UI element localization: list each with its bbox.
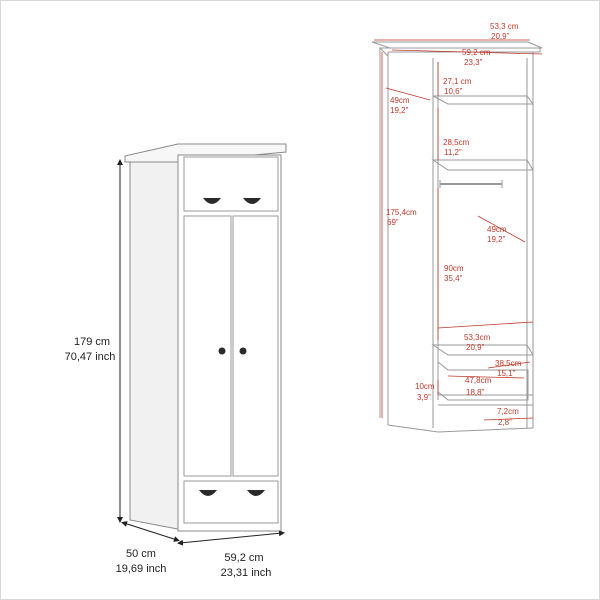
drawer-handle-icon	[243, 198, 261, 204]
hanging-in: 35,4”	[444, 274, 463, 283]
door-knob-icon	[218, 347, 226, 355]
drawer-depth-in: 15,1”	[497, 369, 516, 378]
width-cm-label: 59,2 cm	[224, 552, 263, 564]
inner-width-dimension	[437, 321, 534, 329]
drawer-width-cm: 47,8cm	[465, 376, 492, 385]
base-line	[387, 424, 439, 433]
shelf-middle	[431, 159, 534, 171]
hanging-cm: 90cm	[444, 264, 464, 273]
drawer-handle-icon	[203, 198, 221, 204]
outer-top	[371, 41, 543, 49]
top-width-cm: 53,3 cm	[490, 22, 519, 31]
left-door	[183, 215, 232, 477]
inner-width-cm: 53,3cm	[464, 333, 491, 342]
right-door	[232, 215, 279, 477]
drawer-height-in: 3,9”	[417, 393, 431, 402]
total-height-in: 69”	[387, 218, 399, 227]
outer-width-in: 23,3”	[464, 58, 483, 67]
drawer-width-in: 18,8”	[466, 388, 485, 397]
cabinet-side-panel	[129, 149, 184, 531]
drawer-handle-icon	[199, 490, 217, 496]
technical-dimension-labels: 53,3 cm 20,9” 59,2 cm 23,3” 27,1 cm 10,6…	[386, 22, 522, 427]
depth-cm: 49cm	[390, 96, 410, 105]
upper-shelf-cm: 27,1 cm	[443, 77, 472, 86]
inner-depth-cm: 49cm	[487, 225, 507, 234]
depth-dimension-line	[121, 521, 180, 542]
base-in: 2,8”	[498, 418, 512, 427]
inner-depth-dimension	[477, 215, 526, 243]
upper-shelf-in: 10,6”	[444, 87, 463, 96]
bottom-drawer	[183, 480, 279, 524]
depth-cm-label: 50 cm	[126, 548, 156, 560]
outer-width-cm: 59,2 cm	[462, 48, 491, 57]
total-height-cm: 175,4cm	[386, 208, 417, 217]
height-cm-label: 179 cm	[74, 336, 110, 348]
base-cm: 7,2cm	[497, 407, 519, 416]
shelf-top	[432, 95, 534, 105]
base-line2	[437, 427, 534, 433]
mid-shelf-in: 11,2”	[444, 148, 462, 157]
depth-dimension	[385, 87, 431, 101]
door-knob-icon	[239, 347, 247, 355]
top-width-in: 20,9”	[491, 32, 510, 41]
inner-depth-in: 19,2”	[487, 235, 506, 244]
top-drawer	[183, 156, 279, 212]
drawer-height-cm: 10cm	[415, 382, 435, 391]
width-dimension-line	[177, 530, 285, 546]
wardrobe-front-view: 179 cm 70,47 inch 50 cm 19,69 inch 59,2 …	[65, 143, 287, 579]
shelf-bottom	[431, 344, 534, 356]
technical-dimension-lines	[374, 39, 543, 421]
outer-width-dimension	[391, 49, 543, 55]
drawer-depth-dimension	[487, 361, 531, 369]
inner-width-in: 20,9”	[466, 343, 485, 352]
cabinet-top	[124, 143, 287, 163]
height-inch-label: 70,47 inch	[65, 351, 116, 363]
drawer-handle-icon	[247, 490, 265, 496]
base-dimension	[483, 417, 534, 421]
depth-inch-label: 19,69 inch	[116, 563, 167, 575]
depth-in: 19,2”	[390, 106, 409, 115]
width-inch-label: 23,31 inch	[221, 567, 272, 579]
drawer-depth-cm: 38,5cm	[495, 359, 522, 368]
drawer-width-dimension	[447, 375, 525, 379]
mid-shelf-cm: 28,5cm	[443, 138, 470, 147]
